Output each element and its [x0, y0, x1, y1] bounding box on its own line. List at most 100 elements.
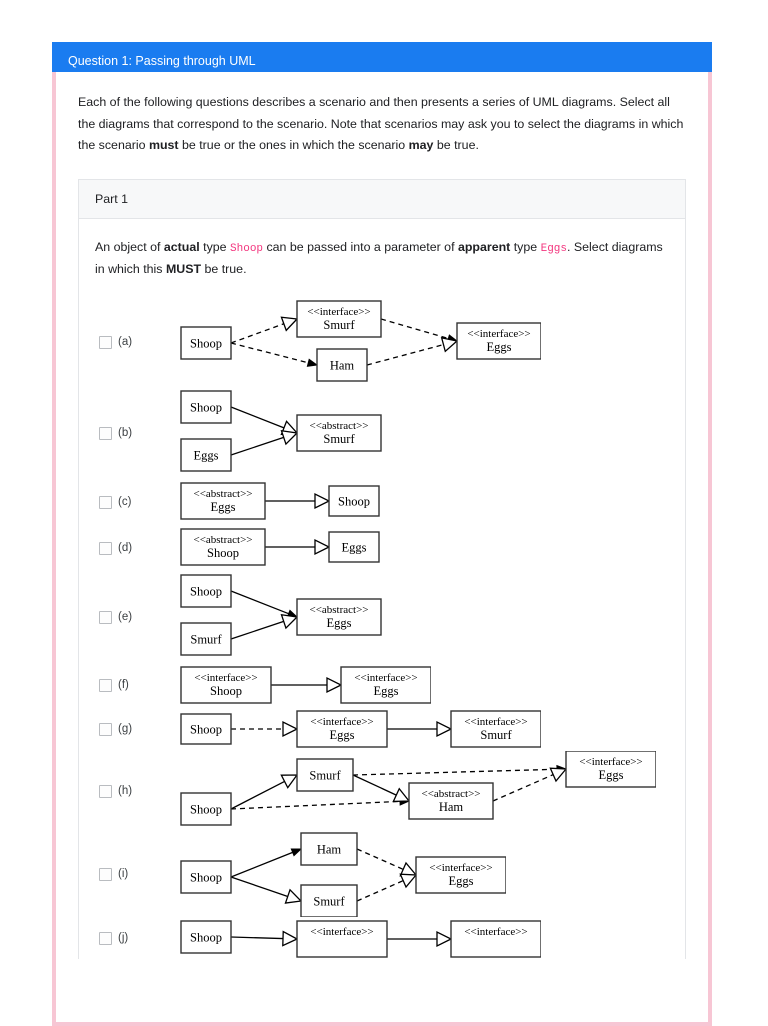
uml-box-outline	[296, 414, 382, 452]
uml-box-eggs: <<interface>>Eggs	[296, 710, 388, 748]
option-selector[interactable]: (a)	[95, 335, 141, 349]
checkbox-j[interactable]	[99, 931, 112, 945]
option-selector[interactable]: (h)	[95, 784, 141, 798]
uml-box-outline	[180, 666, 272, 704]
inheritance-arrowhead	[314, 539, 331, 556]
checkbox-c[interactable]	[99, 495, 112, 509]
uml-box-stereotype: <<interface>>	[464, 926, 527, 938]
uml-box-name: Shoop	[190, 401, 222, 415]
uml-edge-ham-to-eggs	[356, 848, 404, 871]
uml-box-name: Shoop	[210, 684, 242, 698]
option-row-j[interactable]: (j)Shoop<<interface>><<interface>>	[95, 917, 669, 959]
uml-diagram-a: Shoop<<interface>>SmurfHam<<interface>>E…	[180, 300, 541, 382]
uml-box-stereotype: <<interface>>	[307, 306, 370, 318]
option-selector[interactable]: (e)	[95, 610, 141, 624]
uml-edge-eggs-to-smurf	[230, 436, 284, 456]
uml-box-mid: <<interface>>	[296, 920, 388, 958]
uml-box-smurf: Smurf	[180, 622, 232, 656]
question-intro: Each of the following questions describe…	[78, 92, 686, 157]
uml-box-name: Eggs	[599, 768, 624, 782]
checkbox-h[interactable]	[99, 784, 112, 798]
uml-box-outline	[316, 348, 368, 382]
uml-box-stereotype: <<interface>>	[464, 716, 527, 728]
checkbox-e[interactable]	[99, 610, 112, 624]
uml-box-name: Ham	[330, 359, 355, 373]
uml-diagram-f: <<interface>>Shoop<<interface>>Eggs	[180, 666, 431, 704]
option-selector[interactable]: (j)	[95, 931, 141, 945]
uml-box-stereotype: <<interface>>	[310, 716, 373, 728]
uml-box-stereotype: <<interface>>	[354, 672, 417, 684]
uml-box-stereotype: <<interface>>	[579, 756, 642, 768]
uml-box-smurf: <<abstract>>Smurf	[296, 414, 382, 452]
uml-edge-shoop-to-ham	[230, 800, 401, 810]
uml-box-stereotype: <<interface>>	[310, 926, 373, 938]
inheritance-arrowhead	[280, 316, 299, 332]
option-row-g[interactable]: (g)Shoop<<interface>>Eggs<<interface>>Sm…	[95, 707, 669, 751]
question-body: Each of the following questions describe…	[52, 72, 712, 1026]
question-title: Question 1: Passing through UML	[68, 54, 256, 68]
uml-box-shoop: Shoop	[328, 485, 380, 517]
option-letter: (b)	[118, 427, 133, 440]
uml-edge-shoop-to-smurf	[230, 323, 285, 344]
uml-box-right: <<interface>>	[450, 920, 541, 958]
checkbox-d[interactable]	[99, 541, 112, 555]
option-selector[interactable]: (f)	[95, 678, 141, 692]
part-prompt: An object of actual type Shoop can be pa…	[95, 237, 669, 281]
text-run: be true or the ones in which the scenari…	[178, 138, 409, 153]
checkbox-f[interactable]	[99, 678, 112, 692]
uml-box-name: Shoop	[338, 495, 370, 509]
uml-box-name: Smurf	[309, 769, 341, 783]
checkbox-g[interactable]	[99, 722, 112, 736]
checkbox-b[interactable]	[99, 426, 112, 440]
uml-box-smurf: Smurf	[296, 758, 354, 792]
checkbox-a[interactable]	[99, 335, 112, 349]
diagram-container: <<interface>>Shoop<<interface>>Eggs	[141, 663, 669, 707]
part-panel: Part 1 An object of actual type Shoop ca…	[78, 179, 686, 960]
uml-edge-shoop-to-mid	[230, 936, 284, 940]
uml-box-outline	[180, 438, 232, 472]
uml-box-name: Eggs	[327, 616, 352, 630]
association-arrowhead	[306, 358, 319, 367]
uml-box-smurf: Smurf	[300, 884, 358, 918]
uml-box-eggs: <<abstract>>Eggs	[296, 598, 382, 636]
uml-box-outline	[415, 856, 506, 894]
uml-box-outline	[408, 782, 494, 820]
option-selector[interactable]: (d)	[95, 541, 141, 555]
uml-box-outline	[300, 884, 358, 918]
checkbox-i[interactable]	[99, 867, 112, 881]
uml-box-stereotype: <<interface>>	[467, 328, 530, 340]
option-row-f[interactable]: (f)<<interface>>Shoop<<interface>>Eggs	[95, 663, 669, 707]
uml-box-outline	[180, 326, 232, 360]
option-letter: (i)	[118, 868, 129, 881]
option-letter: (a)	[118, 336, 133, 349]
option-selector[interactable]: (g)	[95, 722, 141, 736]
uml-diagram-h: SmurfShoop<<abstract>>Ham<<interface>>Eg…	[180, 751, 656, 826]
option-selector[interactable]: (i)	[95, 867, 141, 881]
text-run: type	[510, 240, 541, 255]
uml-box-outline	[456, 322, 541, 360]
inheritance-arrowhead	[282, 721, 299, 738]
option-selector[interactable]: (c)	[95, 495, 141, 509]
uml-edge-shoop-to-smurf	[230, 406, 285, 429]
option-letter: (h)	[118, 785, 133, 798]
inheritance-arrowhead	[326, 677, 343, 694]
uml-box-stereotype: <<abstract>>	[193, 488, 252, 500]
option-selector[interactable]: (b)	[95, 426, 141, 440]
uml-box-name: Smurf	[313, 895, 345, 909]
uml-box-shoop: Shoop	[180, 713, 232, 745]
emphasis-text: apparent	[457, 240, 511, 255]
uml-box-outline	[180, 574, 232, 608]
diagram-container: Shoop<<interface>>Eggs<<interface>>Smurf	[141, 707, 669, 751]
